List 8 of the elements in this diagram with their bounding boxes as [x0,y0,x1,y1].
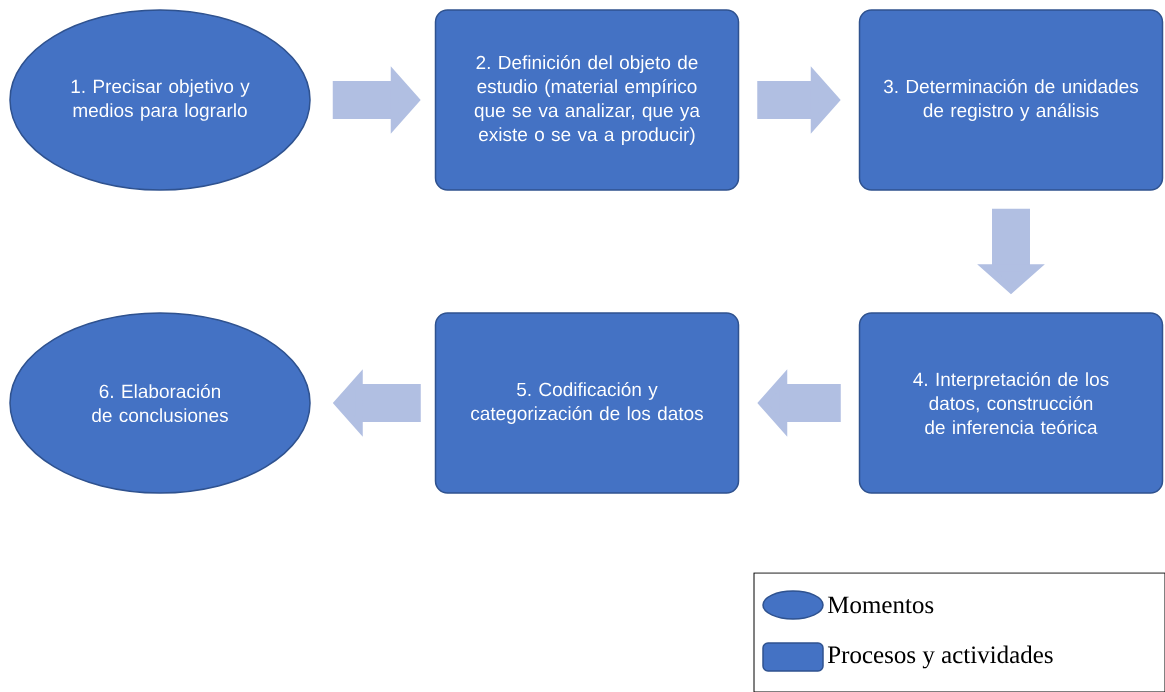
legend-label: Momentos [827,596,934,614]
process-box: 3. Determinación de unidades de registro y análisis [858,9,1164,191]
process-box: 2. Definición del objeto de estudio (material empírico que se va analizar, que ya existe o se va a producir) [434,9,740,191]
ellipse-node: 6. Elaboración de conclusiones [9,312,311,494]
process-box: 4. Interpretación de los datos, construcción de inferencia teórica [858,312,1164,494]
process-box: 5. Codificación y categorización de los datos [434,312,740,494]
legend-label: Procesos y actividades [827,645,1053,669]
ellipse-node: 1. Precisar objetivo y medios para lograrlo [9,9,311,191]
